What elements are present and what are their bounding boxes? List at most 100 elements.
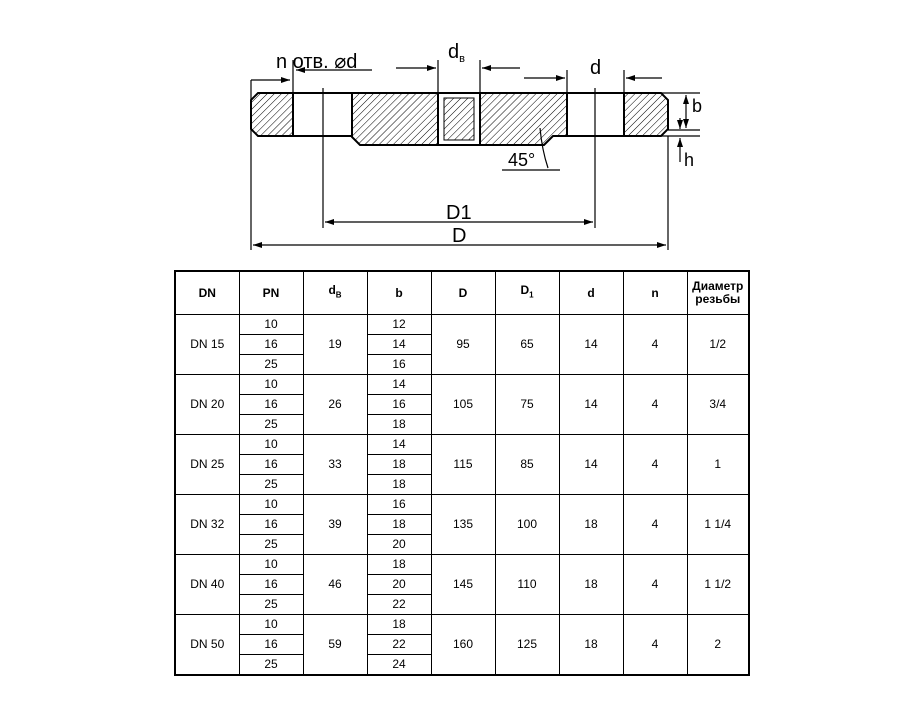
cell-pn: 10 bbox=[238, 314, 304, 335]
cell-pn: 25 bbox=[238, 414, 304, 435]
cell-pn: 10 bbox=[238, 494, 304, 515]
cell-b: 20 bbox=[366, 534, 432, 555]
cell-n: 4 bbox=[622, 374, 688, 435]
cell-thread: 2 bbox=[686, 614, 750, 676]
cell-d: 18 bbox=[558, 494, 624, 555]
cell-b: 16 bbox=[366, 494, 432, 515]
cell-D1: 100 bbox=[494, 494, 560, 555]
table-row: 25 18 bbox=[175, 474, 749, 495]
cell-d: 14 bbox=[558, 374, 624, 435]
flange-right-section bbox=[623, 92, 669, 137]
cell-n: 4 bbox=[622, 614, 688, 676]
cell-pn: 10 bbox=[238, 614, 304, 635]
cell-n: 4 bbox=[622, 434, 688, 495]
cell-D1: 125 bbox=[494, 614, 560, 676]
cell-pn: 10 bbox=[238, 554, 304, 575]
cell-pn: 25 bbox=[238, 474, 304, 495]
cell-b: 18 bbox=[366, 474, 432, 495]
cell-D: 115 bbox=[430, 434, 496, 495]
cell-d: 18 bbox=[558, 554, 624, 615]
cell-dv: 39 bbox=[302, 494, 368, 555]
cell-D: 145 bbox=[430, 554, 496, 615]
cell-pn: 10 bbox=[238, 374, 304, 395]
cell-pn: 16 bbox=[238, 454, 304, 475]
cell-b: 18 bbox=[366, 554, 432, 575]
cell-D1: 75 bbox=[494, 374, 560, 435]
cell-b: 18 bbox=[366, 414, 432, 435]
cell-D: 135 bbox=[430, 494, 496, 555]
cell-n: 4 bbox=[622, 314, 688, 375]
cell-d: 18 bbox=[558, 614, 624, 676]
header-D: D bbox=[430, 270, 496, 315]
cell-b: 12 bbox=[366, 314, 432, 335]
header-pn: PN bbox=[238, 270, 304, 315]
bore-inner bbox=[443, 97, 475, 141]
cell-dn: DN 50 bbox=[174, 614, 240, 676]
label-holes: n отв. ⌀d bbox=[276, 51, 357, 73]
flange-left-section bbox=[250, 92, 294, 137]
header-d: d bbox=[558, 270, 624, 315]
hub-left-section bbox=[351, 92, 439, 146]
cell-D: 105 bbox=[430, 374, 496, 435]
cell-b: 14 bbox=[366, 374, 432, 395]
label-thickness: b bbox=[692, 96, 702, 116]
cell-b: 22 bbox=[366, 634, 432, 655]
cell-pn: 25 bbox=[238, 354, 304, 375]
cell-thread: 3/4 bbox=[686, 374, 750, 435]
cell-D: 160 bbox=[430, 614, 496, 676]
cell-d: 14 bbox=[558, 314, 624, 375]
label-bore: dв bbox=[448, 41, 465, 65]
cell-pn: 25 bbox=[238, 654, 304, 676]
header-b: b bbox=[366, 270, 432, 315]
cell-D: 95 bbox=[430, 314, 496, 375]
label-angle: 45° bbox=[508, 150, 535, 170]
cell-n: 4 bbox=[622, 554, 688, 615]
cell-thread: 1 bbox=[686, 434, 750, 495]
cell-dv: 26 bbox=[302, 374, 368, 435]
cell-pn: 25 bbox=[238, 594, 304, 615]
cell-b: 18 bbox=[366, 614, 432, 635]
flange-section-drawing: n отв. ⌀d dв d b h 45° D1 D bbox=[250, 41, 702, 250]
cell-pn: 16 bbox=[238, 334, 304, 355]
cell-b: 18 bbox=[366, 454, 432, 475]
angle-arc bbox=[539, 127, 549, 169]
cell-pn: 25 bbox=[238, 534, 304, 555]
label-D1: D1 bbox=[446, 202, 472, 224]
cell-dv: 46 bbox=[302, 554, 368, 615]
cell-dv: 59 bbox=[302, 614, 368, 676]
label-D: D bbox=[452, 225, 466, 247]
cell-thread: 1/2 bbox=[686, 314, 750, 375]
cell-dv: 19 bbox=[302, 314, 368, 375]
cell-pn: 16 bbox=[238, 634, 304, 655]
cell-dn: DN 15 bbox=[174, 314, 240, 375]
cell-thread: 1 1/4 bbox=[686, 494, 750, 555]
cell-b: 16 bbox=[366, 354, 432, 375]
label-chamfer-h: h bbox=[684, 150, 694, 170]
cell-b: 18 bbox=[366, 514, 432, 535]
cell-b: 14 bbox=[366, 334, 432, 355]
cell-pn: 16 bbox=[238, 394, 304, 415]
cell-dv: 33 bbox=[302, 434, 368, 495]
cell-pn: 10 bbox=[238, 434, 304, 455]
table-row: 25 18 bbox=[175, 414, 749, 435]
label-hole-d: d bbox=[590, 57, 601, 79]
cell-D1: 65 bbox=[494, 314, 560, 375]
cell-pn: 16 bbox=[238, 514, 304, 535]
cell-dn: DN 25 bbox=[174, 434, 240, 495]
header-n: n bbox=[622, 270, 688, 315]
cell-b: 20 bbox=[366, 574, 432, 595]
